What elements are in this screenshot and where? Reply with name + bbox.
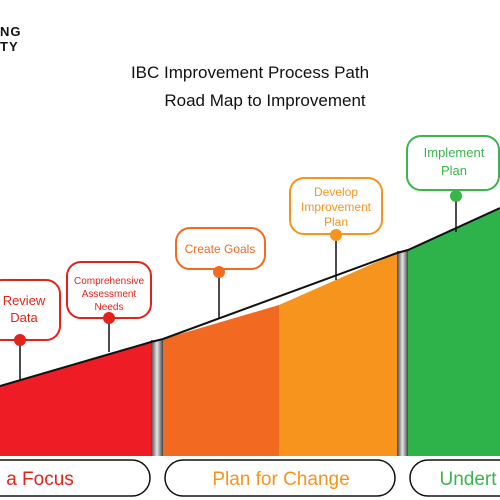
phase-undertake: Undert xyxy=(409,459,500,497)
ramp-divider-2 xyxy=(397,251,408,456)
svg-text:Data: Data xyxy=(10,310,38,325)
ramp-segment-orange-dark xyxy=(163,305,279,456)
svg-text:Plan: Plan xyxy=(441,163,467,178)
ramp-segment-red xyxy=(0,342,151,456)
svg-text:Undert: Undert xyxy=(439,469,497,490)
page-subtitle: Road Map to Improvement xyxy=(164,91,366,110)
ramp-segment-orange-light xyxy=(279,253,397,456)
logo-text-top: NG xyxy=(0,24,22,39)
svg-text:Plan: Plan xyxy=(324,215,348,229)
step-implement-plan: Implement Plan xyxy=(406,135,500,232)
ramp-top-line xyxy=(0,207,500,387)
svg-text:a Focus: a Focus xyxy=(6,469,74,490)
ramp-segment-green xyxy=(408,208,500,456)
phase-plan-for-change: Plan for Change xyxy=(164,459,396,497)
svg-text:Develop: Develop xyxy=(314,185,358,199)
step-comprehensive-assessment: Comprehensive Assessment Needs xyxy=(66,261,152,352)
svg-text:Plan for Change: Plan for Change xyxy=(212,469,349,490)
svg-text:Implement: Implement xyxy=(424,145,485,160)
svg-text:Assessment: Assessment xyxy=(82,289,137,300)
logo-text-bottom: TY xyxy=(0,39,19,54)
step-review-data: Review Data xyxy=(0,279,61,380)
phase-focus: a Focus xyxy=(0,459,151,497)
svg-text:Improvement: Improvement xyxy=(301,200,372,214)
svg-text:Comprehensive: Comprehensive xyxy=(74,276,144,287)
step-develop-improvement-plan: Develop Improvement Plan xyxy=(289,177,383,280)
svg-text:Create Goals: Create Goals xyxy=(185,242,256,256)
step-create-goals: Create Goals xyxy=(175,227,266,318)
svg-text:Review: Review xyxy=(3,293,46,308)
svg-text:Needs: Needs xyxy=(95,302,124,313)
page-title: IBC Improvement Process Path xyxy=(130,63,370,82)
ramp-divider-1 xyxy=(151,340,163,456)
